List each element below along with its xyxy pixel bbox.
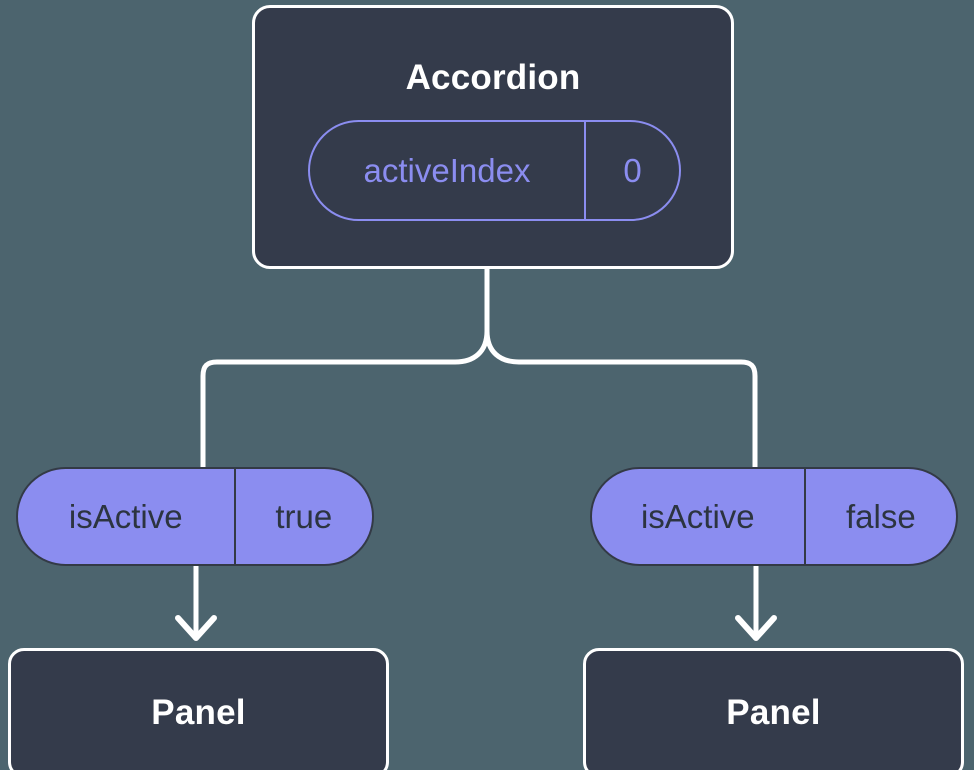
node-accordion-title: Accordion bbox=[405, 58, 581, 97]
node-panel-left-title: Panel bbox=[151, 693, 246, 732]
prop-pill-is-active-left[interactable]: isActive true bbox=[16, 467, 374, 566]
node-panel-right-title: Panel bbox=[726, 693, 821, 732]
node-panel-left[interactable]: Panel bbox=[8, 648, 389, 770]
connector-split-right bbox=[484, 328, 758, 471]
node-panel-right[interactable]: Panel bbox=[583, 648, 964, 770]
connector-split-left bbox=[200, 328, 490, 471]
arrow-head-right-icon bbox=[735, 615, 777, 641]
prop-pill-is-active-left-name: isActive bbox=[68, 498, 183, 535]
prop-pill-is-active-right[interactable]: isActive false bbox=[590, 467, 958, 566]
prop-pill-is-active-right-name: isActive bbox=[640, 498, 755, 535]
prop-pill-active-index[interactable]: activeIndex 0 bbox=[308, 120, 681, 221]
prop-pill-active-index-value: 0 bbox=[584, 122, 679, 219]
prop-pill-is-active-right-value: false bbox=[803, 469, 956, 564]
prop-pill-is-active-left-value: true bbox=[233, 469, 372, 564]
arrow-head-left-icon bbox=[175, 615, 217, 641]
prop-pill-active-index-name: activeIndex bbox=[363, 152, 531, 189]
